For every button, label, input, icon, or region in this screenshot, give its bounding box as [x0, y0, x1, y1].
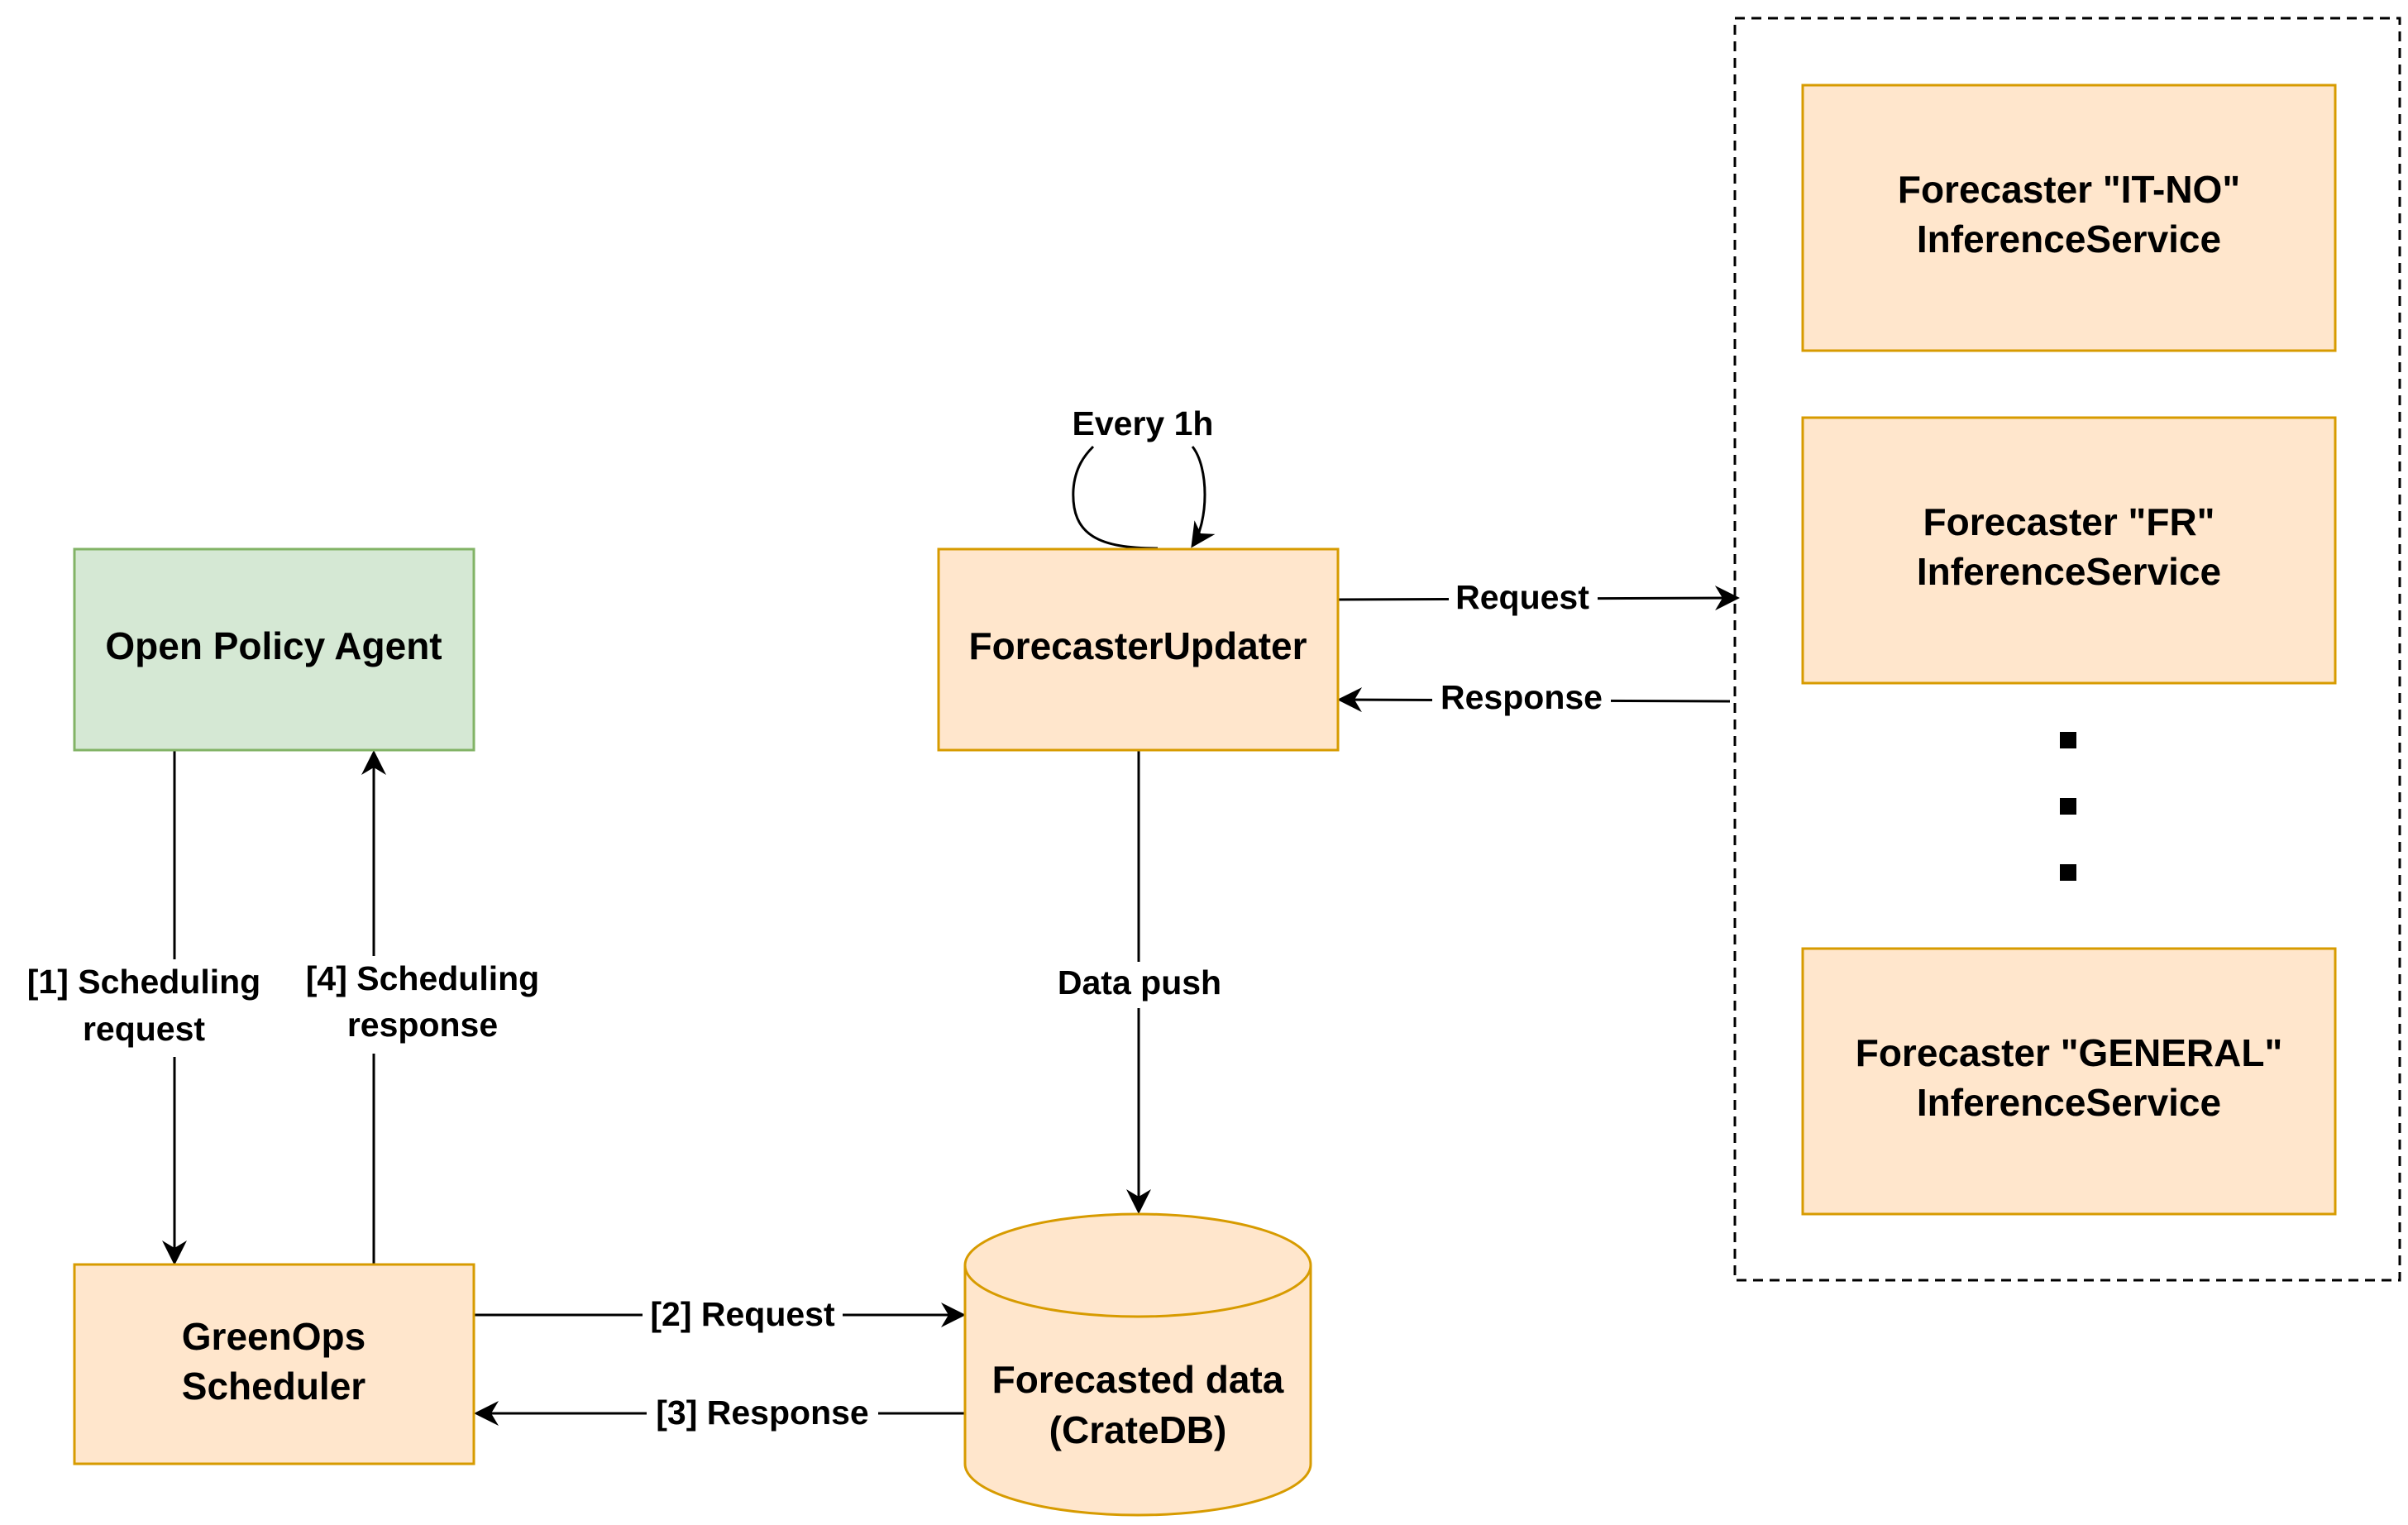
forecaster-general-box[interactable]: [1801, 947, 2337, 1216]
node-greenops-scheduler[interactable]: GreenOps Scheduler: [73, 1263, 475, 1465]
scheduling-response-label-line1: [4] Scheduling: [306, 959, 539, 997]
loop-every-1h-label: Every 1h: [1073, 404, 1214, 442]
scheduling-request-label-line1: [1] Scheduling: [27, 963, 260, 1001]
forecaster-request-label: Request: [1455, 578, 1589, 616]
forecaster-response-label: Response: [1440, 678, 1603, 716]
forecaster-it-no-label-line2: InferenceService: [1917, 218, 2221, 261]
node-forecaster-general[interactable]: Forecaster "GENERAL" InferenceService: [1801, 947, 2337, 1216]
scheduler-label-line2: Scheduler: [182, 1365, 366, 1408]
forecaster-fr-label-line1: Forecaster "FR": [1923, 500, 2215, 543]
label-bg: [1046, 962, 1233, 1008]
node-forecaster-it-no[interactable]: Forecaster "IT-NO" InferenceService: [1801, 84, 2337, 352]
label-bg: [647, 1393, 878, 1436]
database-label-line2: (CrateDB): [1049, 1408, 1227, 1451]
db-request-label: [2] Request: [650, 1295, 835, 1333]
ellipsis-dot: [2060, 798, 2076, 815]
label-bg: [1432, 678, 1611, 721]
label-bg: [1449, 577, 1598, 620]
node-open-policy-agent[interactable]: Open Policy Agent: [73, 547, 475, 752]
database-cylinder-top[interactable]: [963, 1212, 1312, 1318]
ellipsis-dot: [2060, 864, 2076, 881]
forecaster-it-no-box[interactable]: [1801, 84, 2337, 352]
label-bg: [17, 959, 273, 1057]
node-forecasted-data-db[interactable]: Forecasted data (CrateDB): [963, 1212, 1312, 1517]
forecaster-it-no-label-line1: Forecaster "IT-NO": [1898, 168, 2240, 211]
scheduler-box[interactable]: [73, 1263, 475, 1465]
edge-loop-every-1h[interactable]: [1072, 445, 1205, 548]
label-bg: [643, 1294, 843, 1337]
opa-label: Open Policy Agent: [105, 624, 442, 667]
node-forecaster-fr[interactable]: Forecaster "FR" InferenceService: [1801, 416, 2337, 685]
database-label-line1: Forecasted data: [992, 1358, 1284, 1401]
scheduling-request-label-line2: request: [83, 1010, 205, 1048]
updater-box[interactable]: [937, 547, 1340, 752]
opa-box[interactable]: [73, 547, 475, 752]
updater-label: ForecasterUpdater: [968, 624, 1307, 667]
forecaster-fr-box[interactable]: [1801, 416, 2337, 685]
forecaster-fr-label-line2: InferenceService: [1917, 550, 2221, 593]
ellipsis-dot: [2060, 732, 2076, 748]
edge-labels: [1] Scheduling request [4] Scheduling re…: [17, 404, 1611, 1436]
forecaster-group-container[interactable]: [1733, 17, 2401, 1282]
scheduler-label-line1: GreenOps: [182, 1315, 366, 1358]
data-push-label: Data push: [1058, 963, 1221, 1002]
scheduling-response-label-line2: response: [347, 1006, 498, 1044]
database-cylinder-body[interactable]: [963, 1265, 1312, 1517]
node-forecaster-updater[interactable]: ForecasterUpdater: [937, 547, 1340, 752]
forecaster-general-label-line1: Forecaster "GENERAL": [1856, 1031, 2283, 1074]
label-bg: [294, 956, 551, 1054]
ellipsis-dots: [2060, 732, 2076, 881]
forecaster-general-label-line2: InferenceService: [1917, 1081, 2221, 1124]
db-response-label: [3] Response: [656, 1394, 868, 1432]
